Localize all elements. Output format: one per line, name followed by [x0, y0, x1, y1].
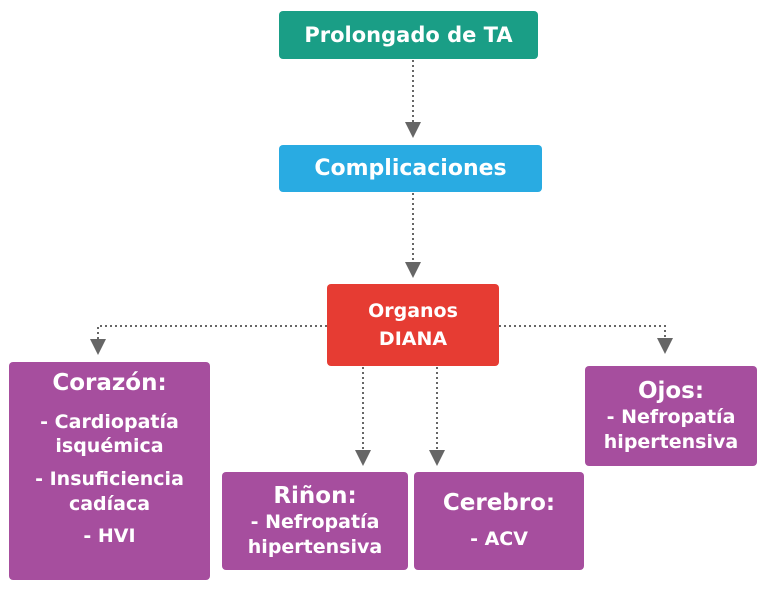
node-title: Corazón:: [52, 370, 167, 396]
node-organos-diana: Organos DIANA: [327, 284, 499, 366]
node-cerebro: Cerebro: - ACV: [414, 472, 584, 570]
node-title: Cerebro:: [442, 489, 556, 516]
organ-item: - Insuficiencia cadíaca: [35, 467, 184, 515]
node-complicaciones: Complicaciones: [279, 145, 542, 192]
node-label: Prolongado de TA: [304, 23, 513, 47]
organ-item: - Nefropatía hipertensiva: [603, 406, 739, 453]
organ-item: - Nefropatía hipertensiva: [247, 511, 383, 558]
node-title: Ojos:: [637, 377, 705, 404]
edge-organos-ojos: [499, 325, 673, 354]
node-label: Complicaciones: [314, 156, 507, 181]
node-label-line2: DIANA: [378, 328, 448, 350]
organ-item: - Cardiopatía isquémica: [40, 410, 179, 458]
node-title: Riñon:: [273, 482, 357, 509]
organ-item: - ACV: [470, 528, 528, 551]
node-corazon: Corazón: - Cardiopatía isquémica - Insuf…: [9, 362, 210, 580]
organ-item: - HVI: [83, 525, 136, 548]
node-ojos: Ojos: - Nefropatía hipertensiva: [585, 366, 757, 466]
node-prolongado-de-ta: Prolongado de TA: [279, 11, 538, 59]
node-rinon: Riñon: - Nefropatía hipertensiva: [222, 472, 408, 570]
node-label-line1: Organos: [368, 299, 458, 322]
edge-organos-corazon: [90, 325, 327, 355]
